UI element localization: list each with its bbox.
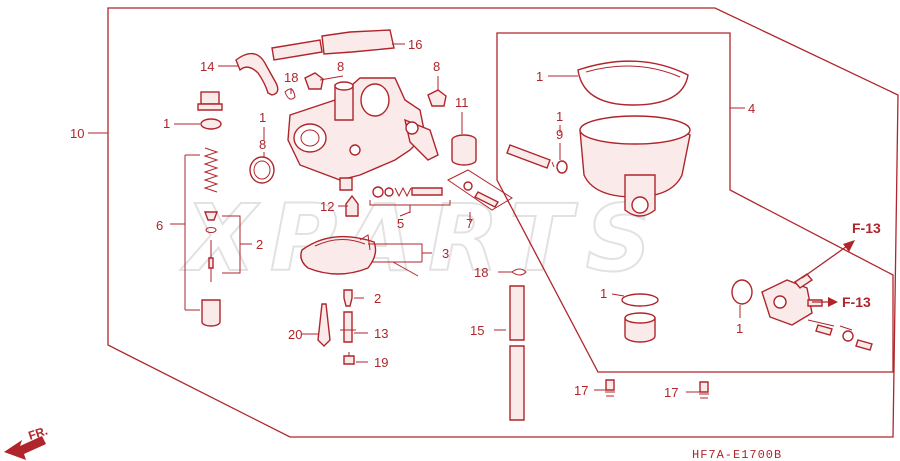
pilot-screw-set-part <box>447 169 513 211</box>
fuel-cock-screw <box>807 319 853 331</box>
callout-16: 16 <box>408 37 422 52</box>
callout-5: 5 <box>397 216 404 231</box>
tube-clip-right-part <box>511 268 527 276</box>
callout-9: 9 <box>556 127 563 142</box>
ref-arrow-side <box>812 297 838 307</box>
float-chamber-outline <box>496 32 894 373</box>
front-label: FR. <box>27 424 50 443</box>
callout-1-left: 1 <box>163 116 170 131</box>
float-chamber-gasket-part <box>577 60 689 106</box>
callout-18-right: 18 <box>474 265 488 280</box>
cap-boot-part <box>321 29 395 55</box>
callout-2-upper: 2 <box>256 237 263 252</box>
screw-part-right <box>427 89 447 107</box>
carburetor-body-part <box>287 77 439 191</box>
screw-set-part <box>369 186 451 213</box>
callout-17-left: 17 <box>574 383 588 398</box>
bolt-17-left <box>605 379 615 397</box>
ref-arrow-top <box>801 240 855 279</box>
air-screw-part <box>506 144 551 169</box>
watermark-text: XPARTS <box>180 185 666 292</box>
callout-19: 19 <box>374 355 388 370</box>
callout-8-top: 8 <box>337 59 344 74</box>
callout-1-gasket: 1 <box>536 69 543 84</box>
cock-screw-washer <box>842 330 854 342</box>
callout-12: 12 <box>320 199 334 214</box>
slow-jet-part <box>317 303 331 347</box>
bolt-17-right <box>699 381 709 399</box>
float-part <box>300 234 432 277</box>
callout-15: 15 <box>470 323 484 338</box>
callout-1-drain: 1 <box>600 286 607 301</box>
leader-lines <box>88 43 745 393</box>
drain-plug-top <box>624 312 656 324</box>
callout-10: 10 <box>70 126 84 141</box>
callout-7: 7 <box>466 216 473 231</box>
needle-jet-part <box>343 311 353 343</box>
callout-18: 18 <box>284 70 298 85</box>
air-screw-tip <box>551 161 555 168</box>
gasket-inner <box>585 65 681 78</box>
bracket-6-ticks <box>170 154 200 311</box>
drain-tube-part <box>509 285 525 341</box>
needle-clip-part <box>203 211 219 221</box>
assembly-outline <box>107 7 899 438</box>
drain-o-ring-part <box>621 293 659 307</box>
callout-1-cock: 1 <box>736 321 743 336</box>
callout-8-left: 8 <box>259 137 266 152</box>
float-chamber-part <box>579 115 691 217</box>
washer-part <box>200 118 222 130</box>
drain-tube-lower-part <box>509 345 525 421</box>
throttle-valve-part <box>201 299 221 327</box>
callout-11: 11 <box>455 95 469 110</box>
callout-1-screw: 1 <box>556 109 563 124</box>
screw-part <box>304 72 324 90</box>
ref-f13-top: F-13 <box>852 220 881 236</box>
cock-screw-head <box>815 324 833 336</box>
main-jet-part <box>345 194 359 217</box>
callout-2-lower: 2 <box>374 291 381 306</box>
callout-20: 20 <box>288 327 302 342</box>
bracket-2 <box>222 215 252 274</box>
air-vent-tube-part <box>235 52 279 96</box>
cock-o-ring-part <box>731 279 753 305</box>
jet-needle-body <box>208 257 214 269</box>
diagram-code: HF7A-E1700B <box>692 448 782 461</box>
o-ring-inner <box>253 160 271 180</box>
fuel-cock-part <box>761 273 823 326</box>
rubber-cap-part <box>451 134 477 166</box>
drain-plug-part <box>624 317 656 343</box>
callout-13: 13 <box>374 326 388 341</box>
air-screw-o-ring <box>556 160 568 174</box>
needle-valve-part <box>343 289 353 307</box>
callout-4: 4 <box>748 101 755 116</box>
screw-19-part <box>343 355 355 365</box>
needle-spring-part <box>203 147 219 193</box>
ref-f13-side: F-13 <box>842 294 871 310</box>
tube-clip-part <box>284 88 296 100</box>
callout-labels: 10 14 18 8 16 1 1 8 8 11 6 2 12 5 7 3 2 … <box>70 37 755 400</box>
callout-1-mid: 1 <box>259 110 266 125</box>
callout-8-right: 8 <box>433 59 440 74</box>
cock-screw-end <box>855 339 873 351</box>
cap-nut-part <box>197 91 223 111</box>
callout-3: 3 <box>442 246 449 261</box>
callout-17-right: 17 <box>664 385 678 400</box>
callout-14: 14 <box>200 59 214 74</box>
breather-tube-part <box>271 39 323 61</box>
needle-washer-part <box>205 227 217 233</box>
front-direction-arrow: FR. <box>4 424 49 460</box>
callout-6: 6 <box>156 218 163 233</box>
